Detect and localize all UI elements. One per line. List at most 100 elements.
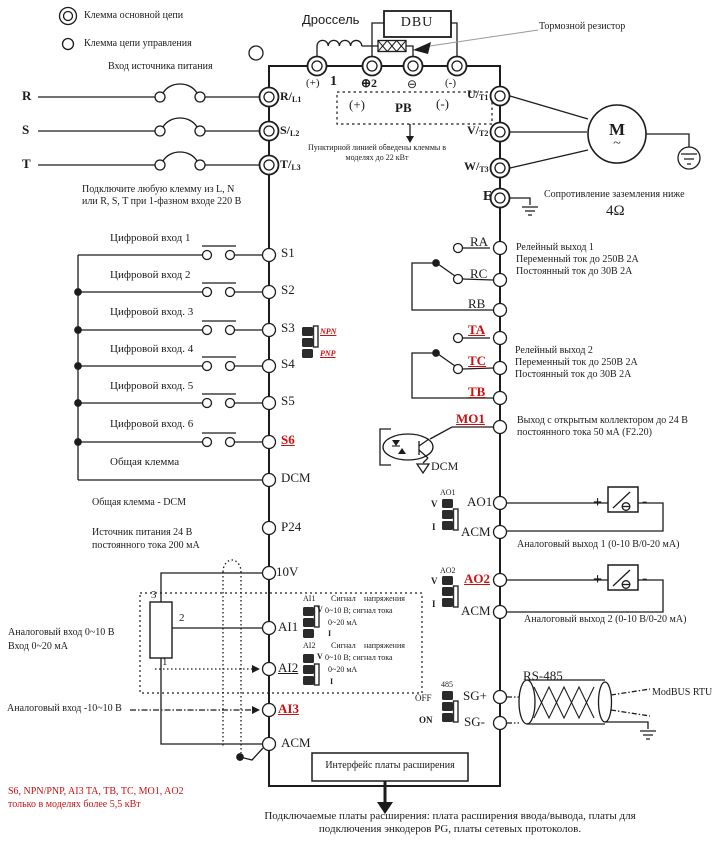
expansion-interface <box>311 752 469 814</box>
input-switches <box>38 83 259 171</box>
motor-tilde: ~ <box>613 136 621 151</box>
terminal-ai3: AI3 <box>278 701 299 716</box>
terminal-v-t2: V/T2 <box>467 123 489 138</box>
terminal-acm1: ACM <box>461 524 491 539</box>
ai2-line3: 0~20 мА <box>328 665 358 674</box>
terminal-s6: S6 <box>281 432 295 447</box>
pot-pin-2: 2 <box>179 612 185 624</box>
terminal-acm2: ACM <box>461 603 491 618</box>
terminal-ai1: AI1 <box>278 619 299 634</box>
potentiometer-icon <box>149 601 173 659</box>
modbus-label: ModBUS RTU <box>652 687 713 698</box>
meter2-plus: + <box>593 571 603 588</box>
motor-label: M <box>608 120 626 139</box>
brake-resistor-icon <box>377 39 407 53</box>
dc-bus-wiring <box>316 10 539 143</box>
terminal-ra: RA <box>470 234 489 249</box>
relay1-desc-3: Постоянный ток до 30В 2А <box>516 266 633 277</box>
terminal-s1: S1 <box>281 245 295 260</box>
meter2-minus: - <box>642 570 648 587</box>
relay1-desc-1: Релейный выход 1 <box>516 242 594 253</box>
ao1-v-label: V <box>431 499 438 509</box>
ao1-jumper-icon <box>442 499 459 531</box>
e-ground-icon <box>522 206 538 216</box>
terminal-mo1: MO1 <box>456 411 485 426</box>
digital-input-label-5: Цифровой вход. 5 <box>110 380 194 392</box>
ai1-sig-b: напряжения <box>364 594 405 603</box>
p24-note-1: Источник питания 24 В <box>92 527 193 538</box>
phase-t-label: T <box>22 156 31 171</box>
opto-dcm-label: DCM <box>431 459 459 473</box>
terminal-rb: RB <box>468 296 486 311</box>
terminal-minus: (-) <box>445 77 456 89</box>
ai3-note: Аналоговый вход -10~10 В <box>7 703 122 714</box>
dbu-label: DBU <box>400 15 434 30</box>
dcm-arrow-icon <box>415 463 431 475</box>
choke-inductor-icon <box>316 39 363 47</box>
terminal-s-l2: S/L2 <box>280 123 300 138</box>
ai2-sig-b: напряжения <box>364 641 405 650</box>
digital-input-label-1: Цифровой вход 1 <box>110 232 191 244</box>
ao1-circuit <box>506 486 664 532</box>
terminal-u-t1: U/T1 <box>467 87 489 102</box>
rs485-jumper-icon <box>442 691 459 723</box>
terminal-minus-circ: ⊖ <box>407 77 418 91</box>
terminal-acm: ACM <box>281 735 311 750</box>
digital-input-wiring <box>74 245 262 481</box>
single-phase-note-2: или R, S, T при 1-фазном входе 220 В <box>82 196 242 207</box>
ai1-line3: 0~20 мА <box>328 618 358 627</box>
power-input-title: Вход источника питания <box>108 61 213 72</box>
brake-resistor-pointer <box>429 29 539 47</box>
phase-s-label: S <box>22 122 30 137</box>
phase-r-label: R <box>22 88 32 103</box>
ao1-desc: Аналоговый выход 1 (0-10 В/0-20 мА) <box>517 539 680 550</box>
pb-minus-label: (-) <box>436 96 449 111</box>
npn-label: NPN <box>320 327 337 336</box>
terminal-sg-minus: SG- <box>464 714 485 729</box>
control-circuit-terminals <box>261 240 508 752</box>
cable-end-icon <box>518 679 536 725</box>
pb-note-1: Пунктирной линией обведены клеммы в <box>307 143 447 152</box>
ground-resistance-value: 4Ω <box>606 203 625 219</box>
terminal-ta: TA <box>468 322 486 337</box>
pe-ground-icon <box>677 146 701 170</box>
brake-resistor-label: Тормозной резистор <box>539 21 626 32</box>
pb-label: PB <box>395 100 412 115</box>
terminal-p24: P24 <box>281 519 302 534</box>
pnp-label: PNP <box>320 349 336 358</box>
rs485-ground-icon <box>640 730 656 740</box>
pb-plus-label: (+) <box>349 97 365 112</box>
ai1-sig-a: Сигнал <box>331 594 356 603</box>
ao2-v-label: V <box>431 576 438 586</box>
digital-input-label-6: Цифровой вход. 6 <box>110 418 194 430</box>
ao1-i-label: I <box>432 522 436 532</box>
terminal-r-l1: R/L1 <box>280 89 302 104</box>
analog-input-wiring <box>130 559 423 761</box>
ai2-v-label: V <box>317 652 323 661</box>
relay1-contact-icon <box>411 242 494 311</box>
ai12-note-2: Вход 0~20 мА <box>8 641 68 652</box>
ai1-jumper-icon <box>303 605 320 638</box>
pb-note-2: моделях до 22 кВт <box>345 153 409 162</box>
expansion-note-2: подключения энкодеров PG, платы сетевых … <box>318 823 582 835</box>
relay2-desc-1: Релейный выход 2 <box>515 345 593 356</box>
expansion-interface-label: Интерфейс платы расширения <box>325 760 455 771</box>
ai2-jumper-label: AI2 <box>303 641 316 650</box>
terminal-tc: TC <box>468 353 487 368</box>
rs485-wiring <box>507 679 656 740</box>
control-circuit-terminal-icon <box>61 37 75 51</box>
red-models-note-2: только в моделях более 5,5 кВт <box>8 799 141 810</box>
terminal-plus1-sign: (+) <box>306 77 320 89</box>
digital-input-label-2: Цифровой вход 2 <box>110 269 191 281</box>
legend-control-label: Клемма цепи управления <box>84 38 192 49</box>
ai1-i-label: I <box>328 629 332 638</box>
dcm-note: Общая клемма - DCM <box>92 497 186 508</box>
rs485-jumper-label: 485 <box>441 680 453 689</box>
ai12-note-1: Аналоговый вход 0~10 В <box>8 627 115 638</box>
main-circuit-terminal-icon <box>58 6 78 26</box>
terminal-tb: TB <box>468 384 486 399</box>
red-models-note-1: S6, NPN/PNP, AI3 TA, TB, TC, MO1, AO2 <box>8 786 184 797</box>
terminal-ao2: AO2 <box>464 571 490 586</box>
ao2-jumper-icon <box>442 576 459 608</box>
rs485-off-label: OFF <box>415 693 432 703</box>
